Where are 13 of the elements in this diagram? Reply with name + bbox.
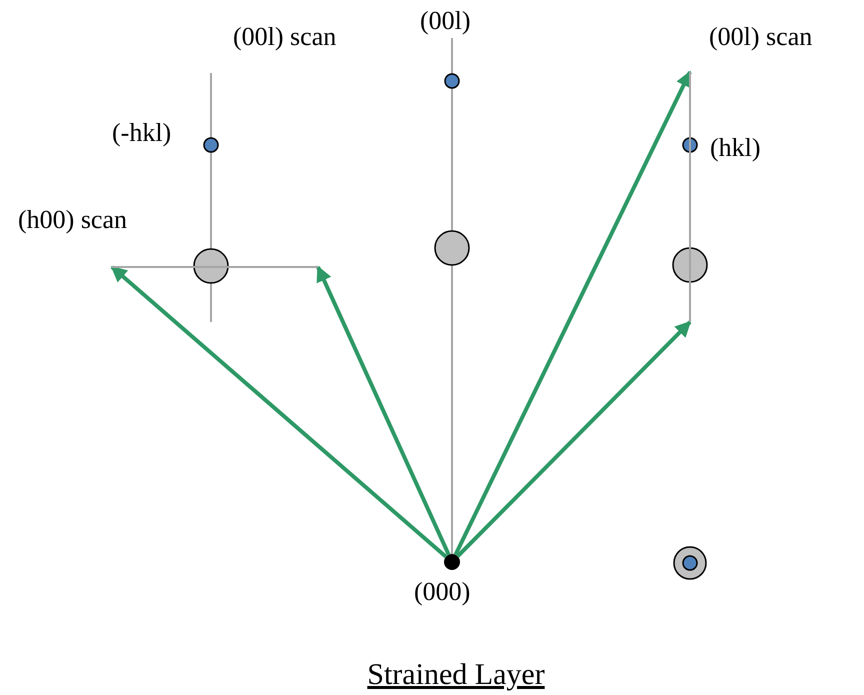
scan-label: (00l) scan bbox=[233, 24, 336, 50]
arrow bbox=[316, 266, 451, 556]
scan-label: (h00) scan bbox=[18, 207, 128, 233]
point-label: (000) bbox=[414, 579, 470, 605]
peak-label: (-hkl) bbox=[112, 120, 172, 146]
arrow bbox=[110, 265, 448, 558]
peak-label: (00l) bbox=[420, 8, 471, 34]
origin-point bbox=[444, 554, 460, 570]
peak-label: (hkl) bbox=[710, 135, 761, 161]
arrow bbox=[456, 320, 692, 558]
scan-label: (00l) scan bbox=[709, 24, 812, 50]
caption: Strained Layer bbox=[366, 660, 546, 690]
arrow bbox=[454, 70, 692, 556]
